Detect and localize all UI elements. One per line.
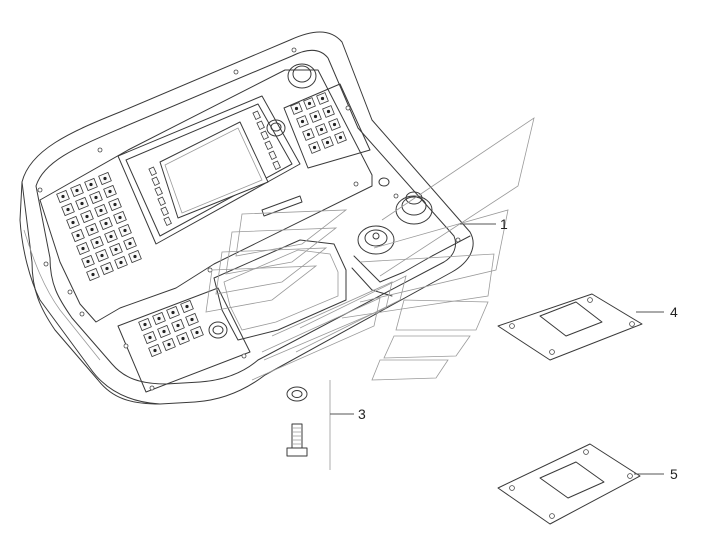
display-screen <box>159 121 269 219</box>
exploded-arrow-guides <box>205 117 535 381</box>
keypad-button-symbol <box>103 176 107 181</box>
keypad-button-symbol <box>162 329 166 334</box>
console-side-skirt <box>19 181 161 405</box>
keypad-button-symbol <box>91 272 95 277</box>
keypad-button-symbol <box>89 182 93 187</box>
keypad-button-symbol <box>118 215 122 220</box>
keypad-button-symbol <box>176 323 180 328</box>
top-round-knob <box>287 63 317 89</box>
keypad-button-symbol <box>75 188 79 193</box>
keypad-button-symbol <box>66 207 70 212</box>
keypad-button-symbol <box>312 145 317 150</box>
keypad-button-symbol <box>104 221 108 226</box>
keypad-button-symbol <box>171 310 175 315</box>
keypad-button-symbol <box>143 322 147 327</box>
keypad-button-symbol <box>185 304 189 309</box>
keypad-button-symbol <box>81 246 85 251</box>
joystick-assembly <box>351 191 471 297</box>
callout-1: 1 <box>460 216 508 232</box>
console-housing-outline <box>21 31 474 405</box>
keypad-button-symbol <box>113 202 117 207</box>
mounting-plate-5 <box>497 443 641 525</box>
keypad-button-symbol <box>86 259 90 264</box>
left-keypad <box>56 171 142 282</box>
keypad-button-symbol <box>148 335 152 340</box>
callout-4-label: 4 <box>670 304 678 320</box>
keypad-button-symbol <box>326 109 331 114</box>
upper-panel-border <box>39 69 373 323</box>
keypad-button-symbol <box>80 201 84 206</box>
keypad-button-symbol <box>294 106 299 111</box>
keypad-button-symbol <box>61 194 65 199</box>
keypad-button-symbol <box>338 135 343 140</box>
lower-panel-border <box>117 287 251 393</box>
keypad-button-symbol <box>71 220 75 225</box>
keypad-button-symbol <box>300 119 305 124</box>
keypad-button-symbol <box>157 316 161 321</box>
washer <box>286 386 308 402</box>
display-left-softkeys <box>148 166 172 227</box>
mid-slot <box>261 195 303 217</box>
keypad-button-symbol <box>195 330 199 335</box>
keypad-button-symbol <box>105 266 109 271</box>
callout-1-label: 1 <box>500 216 508 232</box>
rotary-encoder <box>266 119 286 137</box>
display-bezel <box>117 95 301 245</box>
keypad-button-symbol <box>319 127 324 132</box>
keypad-button-symbol <box>320 96 325 101</box>
callout-5: 5 <box>634 466 678 482</box>
keypad-button-symbol <box>76 233 80 238</box>
keypad-button-symbol <box>119 260 123 265</box>
keypad-button-symbol <box>307 101 312 106</box>
mounting-plate-4 <box>497 293 643 361</box>
keypad-button-symbol <box>167 342 171 347</box>
keypad-button-symbol <box>109 234 113 239</box>
callout-4: 4 <box>636 304 678 320</box>
keypad-button-symbol <box>95 240 99 245</box>
keypad-button-symbol <box>94 195 98 200</box>
housing-screws <box>37 47 461 391</box>
keypad-button-symbol <box>332 122 337 127</box>
display-right-softkeys <box>252 110 281 171</box>
callout-5-label: 5 <box>670 466 678 482</box>
keypad-button-symbol <box>114 247 118 252</box>
keypad-button-symbol <box>123 228 127 233</box>
keypad-button-symbol <box>100 253 104 258</box>
lower-keypad <box>138 299 204 358</box>
emergency-stop-knob <box>395 195 433 225</box>
keypad-button-symbol <box>325 140 330 145</box>
keypad-button-symbol <box>133 254 137 259</box>
keypad-button-symbol <box>181 336 185 341</box>
console-housing-inner-rim <box>35 49 457 385</box>
callout-3-label: 3 <box>358 406 366 422</box>
armrest-recess <box>213 239 347 341</box>
control-console <box>19 31 474 405</box>
keypad-button-symbol <box>90 227 94 232</box>
bolt <box>286 423 308 457</box>
keypad-button-symbol <box>85 214 89 219</box>
keypad-button-symbol <box>190 317 194 322</box>
callout-3: 3 <box>330 406 366 422</box>
keypad-button-symbol <box>313 114 318 119</box>
lower-dial <box>208 321 228 339</box>
keypad-button-symbol <box>108 189 112 194</box>
indicator-lamp <box>378 177 390 187</box>
keypad-button-symbol <box>128 241 132 246</box>
keypad-button-symbol <box>153 348 157 353</box>
keypad-button-symbol <box>99 208 103 213</box>
right-upper-keypad <box>283 83 371 169</box>
keypad-button-symbol <box>306 132 311 137</box>
